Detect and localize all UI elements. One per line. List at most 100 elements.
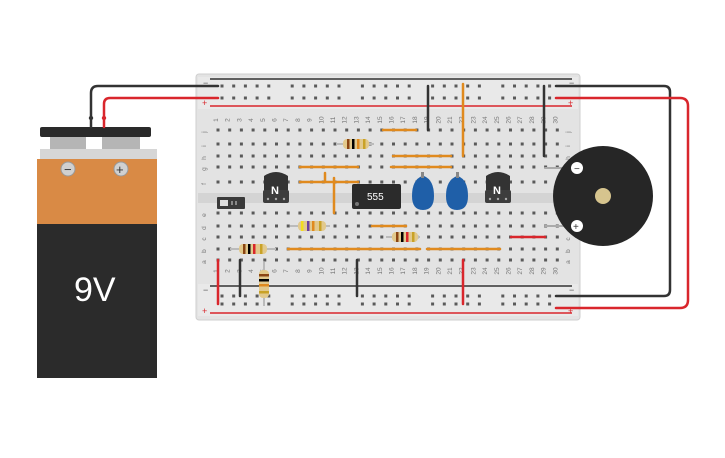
breadboard-hole[interactable] — [356, 258, 360, 262]
buzzer-black-wire[interactable] — [554, 84, 672, 298]
breadboard-hole[interactable] — [228, 224, 232, 228]
breadboard-hole[interactable] — [333, 258, 337, 262]
breadboard-hole[interactable] — [450, 258, 454, 262]
breadboard-hole[interactable] — [275, 142, 278, 146]
breadboard-hole[interactable] — [427, 211, 431, 215]
breadboard-hole[interactable] — [548, 294, 552, 298]
breadboard-hole[interactable] — [337, 84, 341, 88]
breadboard-hole[interactable] — [251, 128, 255, 132]
breadboard-hole[interactable] — [501, 84, 505, 88]
breadboard-hole[interactable] — [431, 302, 435, 306]
breadboard-hole[interactable] — [473, 235, 477, 239]
breadboard-hole[interactable] — [239, 165, 243, 169]
breadboard-hole[interactable] — [415, 211, 419, 215]
breadboard-hole[interactable] — [384, 294, 388, 298]
breadboard-hole[interactable] — [466, 302, 470, 306]
breadboard-hole[interactable] — [239, 224, 243, 228]
breadboard-hole[interactable] — [384, 84, 388, 88]
breadboard-hole[interactable] — [337, 96, 341, 100]
breadboard-hole[interactable] — [255, 96, 259, 100]
breadboard-hole[interactable] — [360, 84, 364, 88]
breadboard-hole[interactable] — [473, 142, 477, 146]
breadboard-hole[interactable] — [345, 154, 349, 158]
breadboard-hole[interactable] — [232, 302, 236, 306]
breadboard-hole[interactable] — [216, 128, 220, 132]
battery-red-wire[interactable] — [102, 96, 220, 129]
breadboard-hole[interactable] — [396, 302, 399, 306]
breadboard-hole[interactable] — [356, 154, 360, 158]
breadboard-hole[interactable] — [473, 258, 477, 262]
breadboard-hole[interactable] — [509, 154, 512, 158]
breadboard-hole[interactable] — [431, 84, 435, 88]
external-wires[interactable] — [88, 84, 690, 310]
breadboard-hole[interactable] — [345, 128, 349, 132]
breadboard-hole[interactable] — [524, 294, 528, 298]
breadboard-hole[interactable] — [228, 128, 232, 132]
breadboard-hole[interactable] — [454, 302, 458, 306]
breadboard-hole[interactable] — [555, 235, 559, 239]
breadboard-hole[interactable] — [524, 96, 528, 100]
breadboard-hole[interactable] — [442, 96, 446, 100]
breadboard-hole[interactable] — [232, 96, 236, 100]
breadboard-hole[interactable] — [485, 154, 489, 158]
breadboard-hole[interactable] — [532, 211, 536, 215]
breadboard-hole[interactable] — [509, 258, 512, 262]
breadboard-hole[interactable] — [532, 154, 536, 158]
resistor-vertical[interactable] — [259, 262, 269, 306]
breadboard-hole[interactable] — [380, 154, 384, 158]
breadboard-hole[interactable] — [228, 258, 232, 262]
breadboard-hole[interactable] — [286, 211, 290, 215]
breadboard-hole[interactable] — [228, 235, 232, 239]
breadboard-hole[interactable] — [450, 128, 454, 132]
breadboard-hole[interactable] — [427, 258, 431, 262]
breadboard-hole[interactable] — [392, 211, 395, 215]
breadboard-hole[interactable] — [513, 96, 516, 100]
breadboard-hole[interactable] — [255, 294, 259, 298]
breadboard-hole[interactable] — [403, 211, 407, 215]
breadboard-hole[interactable] — [302, 84, 306, 88]
breadboard-hole[interactable] — [337, 294, 341, 298]
breadboard-hole[interactable] — [427, 224, 431, 228]
breadboard-hole[interactable] — [216, 247, 220, 251]
breadboard-hole[interactable] — [497, 154, 501, 158]
breadboard-hole[interactable] — [345, 235, 349, 239]
breadboard-hole[interactable] — [251, 165, 255, 169]
breadboard-hole[interactable] — [438, 258, 442, 262]
breadboard-hole[interactable] — [275, 258, 278, 262]
breadboard-hole[interactable] — [392, 142, 395, 146]
breadboard-hole[interactable] — [407, 302, 411, 306]
breadboard-hole[interactable] — [356, 211, 360, 215]
breadboard-hole[interactable] — [372, 84, 376, 88]
breadboard-hole[interactable] — [368, 128, 372, 132]
breadboard-hole[interactable] — [220, 294, 224, 298]
breadboard-hole[interactable] — [544, 154, 548, 158]
breadboard-hole[interactable] — [454, 84, 458, 88]
breadboard-hole[interactable] — [321, 211, 325, 215]
breadboard-hole[interactable] — [544, 211, 548, 215]
breadboard-hole[interactable] — [485, 165, 489, 169]
breadboard-hole[interactable] — [302, 302, 306, 306]
breadboard-hole[interactable] — [520, 180, 524, 184]
breadboard-hole[interactable] — [427, 235, 431, 239]
ic-555[interactable]: 555 — [352, 184, 401, 209]
breadboard-hole[interactable] — [298, 128, 302, 132]
breadboard-hole[interactable] — [454, 294, 458, 298]
breadboard-hole[interactable] — [220, 84, 224, 88]
breadboard-hole[interactable] — [442, 302, 446, 306]
breadboard-hole[interactable] — [466, 96, 470, 100]
breadboard-hole[interactable] — [267, 84, 271, 88]
breadboard-hole[interactable] — [239, 180, 243, 184]
breadboard-hole[interactable] — [243, 96, 247, 100]
breadboard-hole[interactable] — [485, 211, 489, 215]
breadboard-hole[interactable] — [290, 96, 294, 100]
breadboard-hole[interactable] — [555, 142, 559, 146]
breadboard-hole[interactable] — [263, 128, 267, 132]
battery-positive-terminal[interactable] — [113, 161, 129, 177]
breadboard-hole[interactable] — [255, 302, 259, 306]
breadboard-hole[interactable] — [325, 294, 329, 298]
breadboard-hole[interactable] — [403, 258, 407, 262]
breadboard-hole[interactable] — [368, 180, 372, 184]
transistor-left[interactable]: N — [263, 172, 289, 203]
breadboard-hole[interactable] — [255, 84, 259, 88]
buzzer-red-wire[interactable] — [554, 96, 690, 310]
